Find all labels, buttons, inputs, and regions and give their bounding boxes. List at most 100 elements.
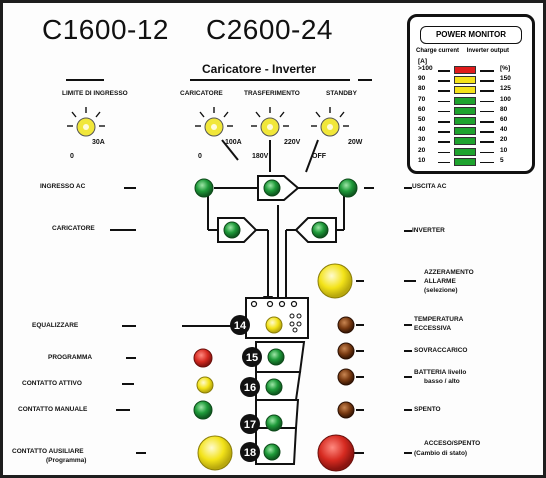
knob-limit-max: 30A [92, 139, 105, 146]
knob-trasferimento[interactable] [251, 107, 289, 137]
knob-transfer-max: 220V [284, 139, 301, 146]
scale-left-4: 60 [418, 105, 426, 113]
led-temperatura [337, 316, 355, 334]
bar-segment-6 [454, 127, 476, 136]
scale-tick-left-3 [438, 100, 450, 103]
label-temperatura-2: ECCESSIVA [414, 325, 452, 332]
label-standby: STANDBY [326, 90, 357, 97]
svg-text:18: 18 [244, 447, 256, 459]
label-uscita-ac: USCITA AC [412, 183, 447, 190]
label-equalizzare: EQUALIZZARE [32, 322, 79, 329]
scale-tick-right-5 [480, 121, 494, 123]
label-spento: SPENTO [414, 406, 441, 413]
scale-tick-left-2 [438, 90, 450, 92]
label-contatto-ausiliare: CONTATTO AUSILIARE [12, 448, 84, 455]
label-azzeramento-2: ALLARME [424, 278, 456, 285]
label-caricatore: CARICATORE [52, 225, 95, 232]
label-caricatore-top: CARICATORE [180, 90, 223, 97]
scale-left-1: 90 [418, 75, 426, 83]
unit-left: [A] [418, 58, 428, 65]
label-contatto-attivo: CONTATTO ATTIVO [22, 380, 82, 387]
bar-segment-3 [454, 96, 476, 105]
bar-segment-5 [454, 117, 476, 125]
label-acceso-1: ACCESO/SPENTO [424, 440, 481, 447]
scale-tick-right-9 [480, 161, 494, 164]
knob-limit-min: 0 [70, 153, 74, 160]
badge-14: 14 [230, 315, 250, 335]
scale-tick-right-8 [480, 151, 494, 154]
label-contatto-ausiliare-sub: (Programma) [46, 457, 87, 464]
bar-segment-4 [454, 106, 476, 115]
knob-charger-max: 100A [225, 139, 242, 146]
scale-tick-left-1 [438, 80, 450, 82]
inverter-output-head: Inverter output [466, 48, 510, 54]
knob-transfer-min: 180V [252, 153, 269, 160]
scale-tick-right-6 [480, 131, 494, 133]
group-title: Caricatore - Inverter [202, 62, 317, 76]
badge-18: 18 [240, 442, 260, 462]
bar-segment-2 [454, 86, 476, 95]
power-monitor-heads: Charge current Inverter output [416, 48, 509, 54]
model-c2600: C2600-24 [206, 14, 333, 45]
charger-block [217, 217, 258, 243]
scale-right-9: 5 [500, 156, 504, 164]
scale-right-2: 125 [500, 85, 511, 93]
led-sovraccarico [337, 342, 355, 360]
label-batteria-1: BATTERIA livello [414, 369, 467, 376]
led-slot-15 [267, 348, 285, 366]
label-programma: PROGRAMMA [48, 354, 93, 361]
bar-segment-0 [454, 66, 476, 74]
button-acceso-spento[interactable] [317, 434, 355, 472]
led-contatto-attivo [196, 376, 214, 394]
transfer-switch [257, 175, 300, 201]
knob-standby-max: 20W [348, 139, 363, 146]
badge-17: 17 [240, 414, 260, 434]
led-batteria [337, 368, 355, 386]
scale-tick-left-9 [438, 161, 450, 164]
knob-standby[interactable] [311, 107, 349, 137]
svg-text:16: 16 [244, 382, 256, 394]
scale-tick-right-4 [480, 110, 494, 113]
scale-left-0: >100 [418, 65, 433, 72]
scale-tick-left-0 [438, 70, 450, 72]
scale-right-7: 20 [500, 136, 508, 144]
scale-left-7: 30 [418, 136, 426, 144]
scale-tick-left-8 [438, 151, 450, 154]
scale-tick-left-6 [438, 131, 450, 133]
label-trasferimento: TRASFERIMENTO [244, 90, 300, 97]
label-acceso-2: (Cambio di stato) [414, 450, 468, 457]
wiring [182, 139, 345, 327]
led-contatto-ausiliare [197, 435, 233, 471]
label-contatto-manuale: CONTATTO MANUALE [18, 406, 88, 413]
scale-tick-right-7 [480, 141, 494, 143]
scale-tick-left-4 [438, 110, 450, 113]
scale-tick-right-1 [480, 80, 494, 82]
label-inverter: INVERTER [412, 227, 445, 234]
bar-segment-7 [454, 137, 476, 146]
scale-tick-left-7 [438, 141, 450, 143]
led-spento [337, 401, 355, 419]
knob-limite[interactable] [67, 107, 105, 137]
control-block [245, 297, 309, 339]
scale-left-9: 10 [418, 156, 426, 164]
label-batteria-2: basso / alto [424, 378, 460, 385]
scale-left-8: 20 [418, 146, 426, 154]
label-temperatura-1: TEMPERATURA [414, 316, 464, 323]
power-monitor-panel: POWER MONITOR Charge current Inverter ou… [407, 14, 535, 174]
knob-caricatore[interactable] [195, 107, 233, 137]
scale-tick-left-5 [438, 121, 450, 123]
scale-right-5: 60 [500, 116, 508, 123]
power-monitor-title: POWER MONITOR [420, 26, 522, 44]
led-slot-16 [265, 378, 283, 396]
scale-right-8: 10 [500, 146, 508, 154]
scale-right-4: 80 [500, 105, 508, 113]
model-c1600: C1600-12 [42, 14, 169, 45]
led-ingresso-ac [194, 178, 214, 198]
svg-text:17: 17 [244, 419, 256, 431]
scale-left-6: 40 [418, 126, 426, 134]
label-azzeramento-3: (selezione) [424, 287, 458, 294]
button-azzeramento-allarme[interactable] [317, 263, 353, 299]
left-dashes [110, 187, 146, 454]
label-azzeramento-1: AZZERAMENTO [424, 269, 474, 276]
